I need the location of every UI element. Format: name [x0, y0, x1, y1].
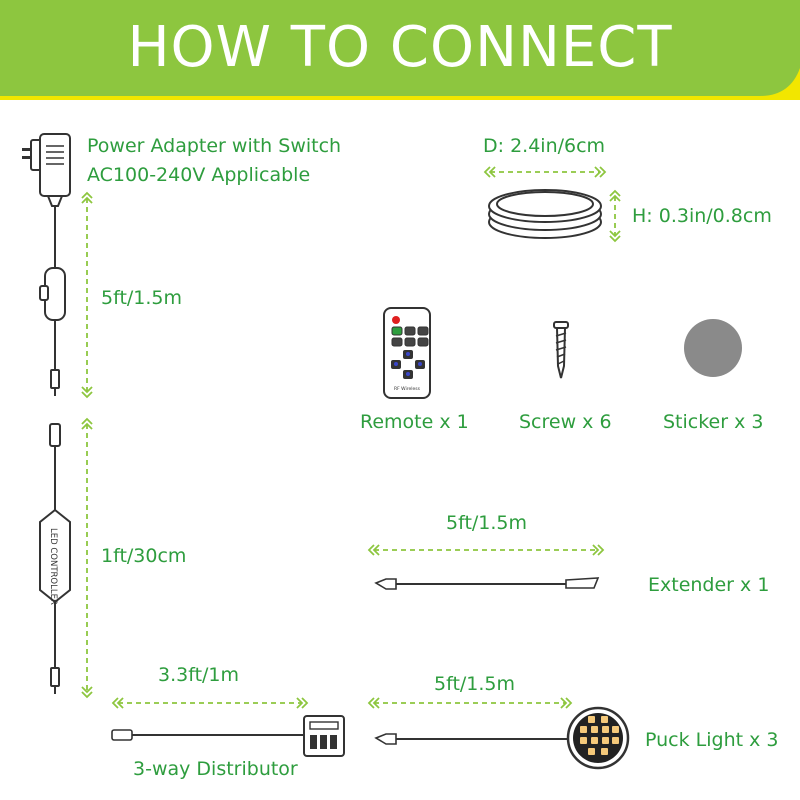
adapter-cable-length: 5ft/1.5m — [101, 287, 183, 309]
header-banner: HOW TO CONNECT — [0, 0, 800, 100]
distributor-length: 3.3ft/1m — [158, 664, 240, 686]
dc-jack-icon — [49, 423, 61, 447]
adapter-label-line1: Power Adapter with Switch — [87, 135, 342, 157]
dc-plug-icon — [50, 369, 60, 396]
puck-height: H: 0.3in/0.8cm — [632, 205, 772, 227]
distributor-label: 3-way Distributor — [133, 758, 298, 780]
puck-light-icon — [488, 189, 602, 239]
power-adapter-icon — [22, 133, 71, 207]
remote-label: Remote x 1 — [360, 411, 469, 433]
screw-icon — [553, 321, 569, 379]
adapter-label-line2: AC100-240V Applicable — [87, 164, 311, 186]
remote-icon: RF Wireless — [383, 307, 431, 399]
puck-light-cable-icon — [374, 706, 630, 770]
controller-plug-icon — [50, 667, 60, 694]
controller-box-text: LED CONTROLLER — [48, 528, 58, 605]
banner-shape — [0, 0, 800, 100]
controller-cable-length: 1ft/30cm — [101, 545, 187, 567]
sticker-icon — [684, 319, 742, 377]
puck-diameter: D: 2.4in/6cm — [483, 135, 606, 157]
extender-length: 5ft/1.5m — [446, 512, 528, 534]
extender-label: Extender x 1 — [648, 574, 770, 596]
screw-label: Screw x 6 — [519, 411, 612, 433]
sticker-label: Sticker x 3 — [663, 411, 764, 433]
extender-cable-icon — [374, 577, 600, 590]
led-controller-icon: LED CONTROLLER — [39, 508, 71, 605]
distributor-icon — [111, 715, 345, 757]
remote-brand-text: RF Wireless — [394, 386, 421, 392]
inline-switch-icon — [39, 267, 66, 321]
page-title: HOW TO CONNECT — [127, 15, 673, 80]
puck-cable-length: 5ft/1.5m — [434, 673, 516, 695]
puck-light-label: Puck Light x 3 — [645, 729, 779, 751]
